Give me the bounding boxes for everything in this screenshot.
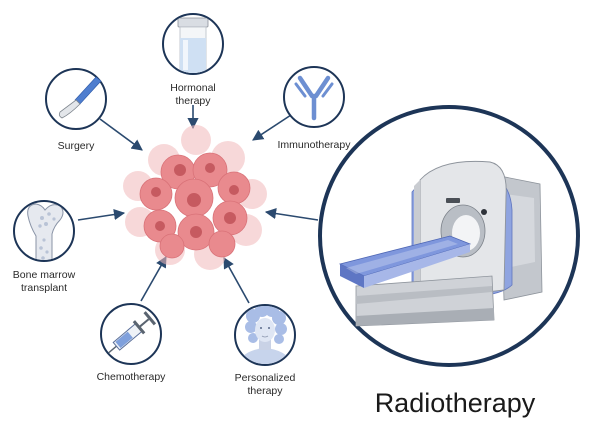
tumor-cell-cluster-icon	[123, 125, 267, 270]
hormone-vial-icon	[177, 17, 209, 73]
arrow-radiotherapy	[264, 207, 319, 221]
arrow-immunotherapy	[252, 114, 292, 141]
person-icon	[236, 306, 294, 364]
scalpel-icon	[58, 76, 102, 119]
arrows	[77, 105, 319, 304]
arrow-surgery	[99, 118, 143, 151]
arrow-personalized	[223, 257, 250, 304]
arrow-chemotherapy	[140, 256, 167, 302]
bone-marrow-label: Bone marrow transplant	[12, 269, 76, 294]
surgery-label: Surgery	[57, 140, 95, 152]
syringe-icon	[106, 311, 157, 355]
personalized-label: Personalized therapy	[234, 372, 296, 397]
immunotherapy-label: Immunotherapy	[277, 139, 351, 151]
bone-icon	[27, 203, 64, 260]
radiotherapy-label: Radiotherapy	[374, 388, 536, 418]
antibody-icon	[294, 75, 334, 121]
ct-scanner-icon	[338, 160, 543, 327]
arrow-bone-marrow	[77, 208, 126, 221]
hormonal-label: Hormonal therapy	[170, 82, 216, 107]
chemotherapy-label: Chemotherapy	[96, 371, 166, 383]
